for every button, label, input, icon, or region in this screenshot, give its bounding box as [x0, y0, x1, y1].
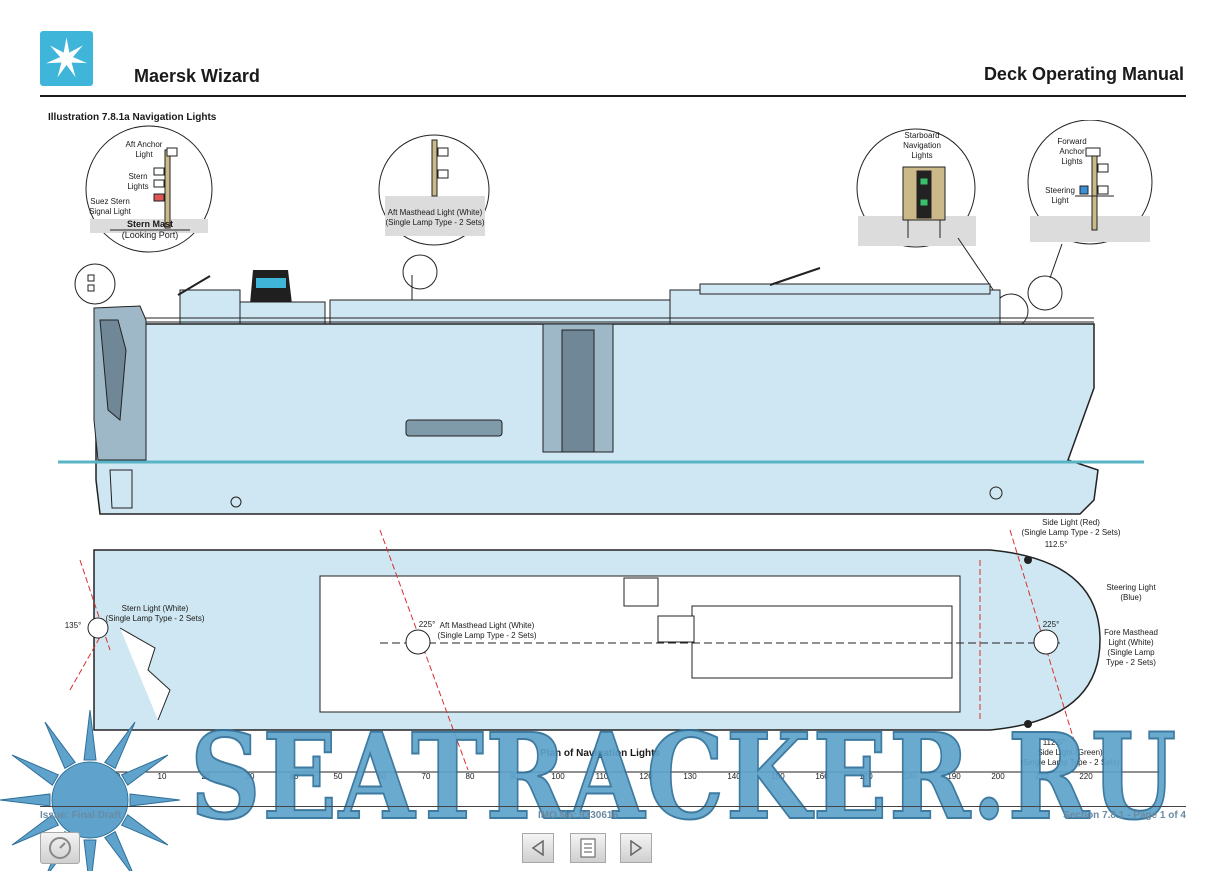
scale-tick: 110: [595, 772, 609, 781]
aft-masthead-plan-label: Aft Masthead Light (White) (Single Lamp …: [437, 621, 537, 640]
scale-tick: 60: [377, 772, 387, 781]
scale-tick: 80: [465, 772, 475, 781]
side-light-red-label: Side Light (Red) (Single Lamp Type - 2 S…: [1021, 518, 1121, 537]
scale-tick: 220: [1079, 772, 1093, 781]
aft-masthead-detail-label: Aft Masthead Light (White) (Single Lamp …: [385, 208, 485, 227]
watermark-text: SEATRACKER.RU: [189, 707, 1178, 846]
side-light-green-label: Side Light (Green) (Single Lamp Type - 2…: [1020, 748, 1120, 767]
scale-tick: 20: [201, 772, 211, 781]
scale-tick: 90: [509, 772, 519, 781]
scale-tick: 100: [551, 772, 565, 781]
stern-mast-subtitle: (Looking Port): [121, 230, 179, 240]
chevron-right-icon: [630, 840, 643, 856]
fore-masthead-angle: 225°: [1042, 620, 1060, 629]
scale-tick: 40: [289, 772, 299, 781]
scale-tick: 10: [157, 772, 167, 781]
watermark-sun-icon: [0, 709, 181, 871]
prev-page-button[interactable]: [522, 833, 554, 863]
illustration-caption: Illustration 7.8.1a Navigation Lights: [48, 112, 217, 123]
stern-light-angle: 135°: [64, 621, 82, 630]
scale-tick: 210: [1035, 772, 1049, 781]
aft-masthead-angle: 225°: [418, 620, 436, 629]
scale-tick: 50: [333, 772, 343, 781]
scale-tick: 130: [683, 772, 697, 781]
scale-tick: 70: [421, 772, 431, 781]
suez-signal-light-label: Suez Stern Signal Light: [89, 197, 131, 216]
header-divider: [40, 95, 1186, 97]
scale-tick: 160: [815, 772, 829, 781]
footer-imo: IMO No: 9330616: [538, 810, 619, 821]
scale-tick: 170: [859, 772, 873, 781]
maersk-logo: [40, 31, 93, 86]
starboard-lights-detail: [856, 128, 976, 248]
scale-tick: 30: [245, 772, 255, 781]
forward-anchor-lights-label: Forward Anchor Lights: [1057, 137, 1087, 166]
stern-lights-label: Stern Lights: [127, 172, 149, 191]
scale-tick: 190: [947, 772, 961, 781]
footer-section: Section 7.8.1 - Page 1 of 4: [1063, 810, 1186, 821]
footer-issue: Issue: Final Draft: [40, 810, 122, 821]
steering-light-label: Steering Light: [1045, 186, 1075, 205]
scale-tick: 150: [771, 772, 785, 781]
clock-button[interactable]: [40, 832, 80, 864]
forward-mast-detail: [1027, 120, 1153, 245]
scale-tick: 200: [991, 772, 1005, 781]
fore-masthead-label: Fore Masthead Light (White) (Single Lamp…: [1104, 628, 1158, 667]
app-name: Maersk Wizard: [134, 66, 260, 86]
ship-profile-drawing: [58, 120, 1153, 515]
scale-tick: 140: [727, 772, 741, 781]
aft-anchor-light-label: Aft Anchor Light: [125, 140, 163, 159]
side-light-green-angle: 112.5°: [1042, 738, 1066, 747]
plan-drawing: [69, 529, 1160, 773]
stern-mast-detail: [85, 125, 213, 253]
scale-tick: 180: [903, 772, 917, 781]
footer-divider: [40, 806, 1186, 807]
document-icon: [580, 838, 596, 858]
starboard-lights-label: Starboard Navigation Lights: [903, 131, 941, 160]
scale-tick: 120: [639, 772, 653, 781]
contents-button[interactable]: [570, 833, 606, 863]
stern-mast-title: Stern Mast: [126, 219, 173, 229]
steering-light-plan-label: Steering Light (Blue): [1106, 583, 1156, 602]
aft-masthead-detail: [378, 134, 490, 246]
side-light-red-angle: 112.5°: [1044, 540, 1068, 549]
next-page-button[interactable]: [620, 833, 652, 863]
chevron-left-icon: [531, 840, 544, 856]
scale-bar: 0 10 20 30 40 50 60 70 80 90 100 110 120…: [0, 772, 1226, 788]
stern-light-label: Stern Light (White) (Single Lamp Type - …: [105, 604, 205, 623]
manual-title: Deck Operating Manual: [983, 64, 1184, 84]
clock-icon: [49, 837, 71, 859]
plan-title: Plan of Navigation Lights: [540, 748, 661, 759]
